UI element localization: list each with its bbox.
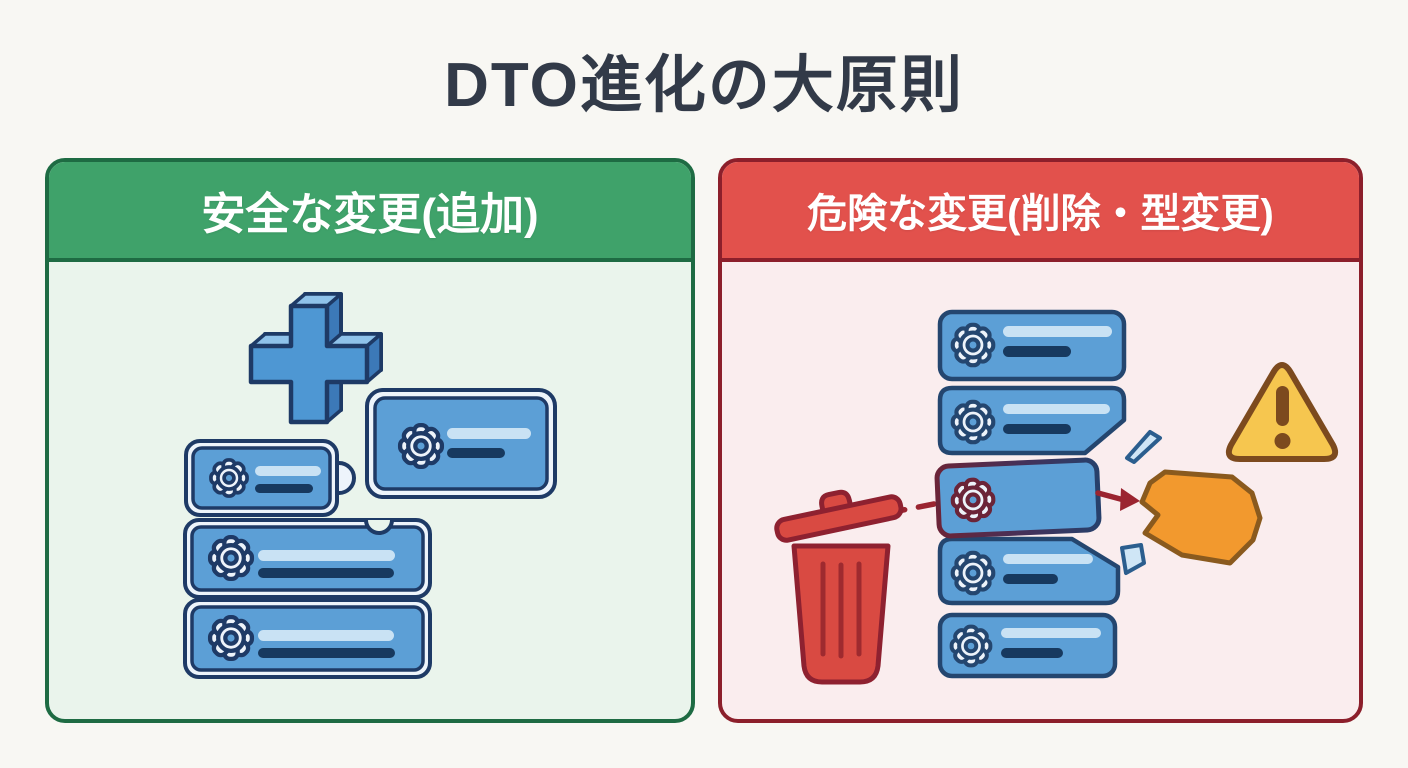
field-line-light — [1001, 628, 1101, 638]
field-line-dark — [1001, 648, 1063, 658]
safe-changes-panel: 安全な変更(追加) — [45, 158, 695, 723]
danger-changes-panel: 危険な変更(削除・型変更) — [718, 158, 1363, 723]
broken-card-upper — [937, 385, 1127, 456]
safe-panel-header: 安全な変更(追加) — [49, 162, 691, 262]
field-line-dark — [255, 484, 313, 493]
warning-triangle-icon — [1225, 362, 1339, 462]
field-line-dark — [1003, 574, 1058, 584]
gear-icon — [952, 479, 994, 521]
field-line-dark — [447, 448, 505, 458]
page-title: DTO進化の大原則 — [444, 51, 964, 120]
safe-panel-body — [49, 262, 691, 719]
trash-ribs — [820, 561, 862, 659]
gear-icon — [953, 553, 993, 593]
exclamation-bar — [1276, 386, 1289, 426]
danger-panel-body — [722, 262, 1359, 719]
field-line-light — [258, 550, 395, 561]
gear-icon — [953, 402, 993, 442]
dto-stack-card-top — [937, 309, 1127, 382]
trash-icon — [774, 489, 904, 685]
break-arrow — [1095, 488, 1140, 511]
field-line-dark — [1003, 346, 1071, 357]
broken-card-lower — [937, 536, 1121, 606]
field-line-light — [258, 630, 394, 641]
plus-3d-icon — [248, 292, 383, 425]
danger-panel-art — [774, 309, 1339, 685]
gear-icon — [210, 617, 252, 659]
trash-lid — [774, 494, 904, 543]
deleted-field-card — [934, 457, 1102, 539]
field-line-dark — [1003, 424, 1071, 434]
field-line-light — [447, 428, 531, 439]
dto-stack-card-1 — [184, 439, 356, 517]
shard-upper — [1125, 430, 1162, 464]
shard-lower — [1120, 543, 1146, 575]
puzzle-notch — [364, 520, 394, 535]
orange-fragment — [1139, 469, 1263, 566]
safe-panel-art — [183, 292, 557, 679]
field-line-dark — [258, 568, 394, 578]
gear-icon — [949, 624, 993, 668]
dto-stack-card-3 — [183, 598, 432, 679]
gear-icon — [210, 537, 252, 579]
field-line-light — [1003, 404, 1110, 414]
field-line-light — [1003, 554, 1093, 564]
gear-icon — [400, 425, 442, 467]
field-line-light — [255, 466, 321, 476]
dto-stack-card-bottom — [937, 612, 1118, 679]
field-line-dark — [258, 648, 395, 658]
gear-icon — [953, 325, 993, 365]
gear-icon — [209, 458, 249, 498]
exclamation-dot — [1274, 433, 1291, 449]
danger-panel-header: 危険な変更(削除・型変更) — [722, 162, 1359, 262]
new-field-card — [365, 388, 557, 499]
dto-stack-card-2 — [183, 518, 432, 599]
field-line-light — [1003, 326, 1112, 337]
